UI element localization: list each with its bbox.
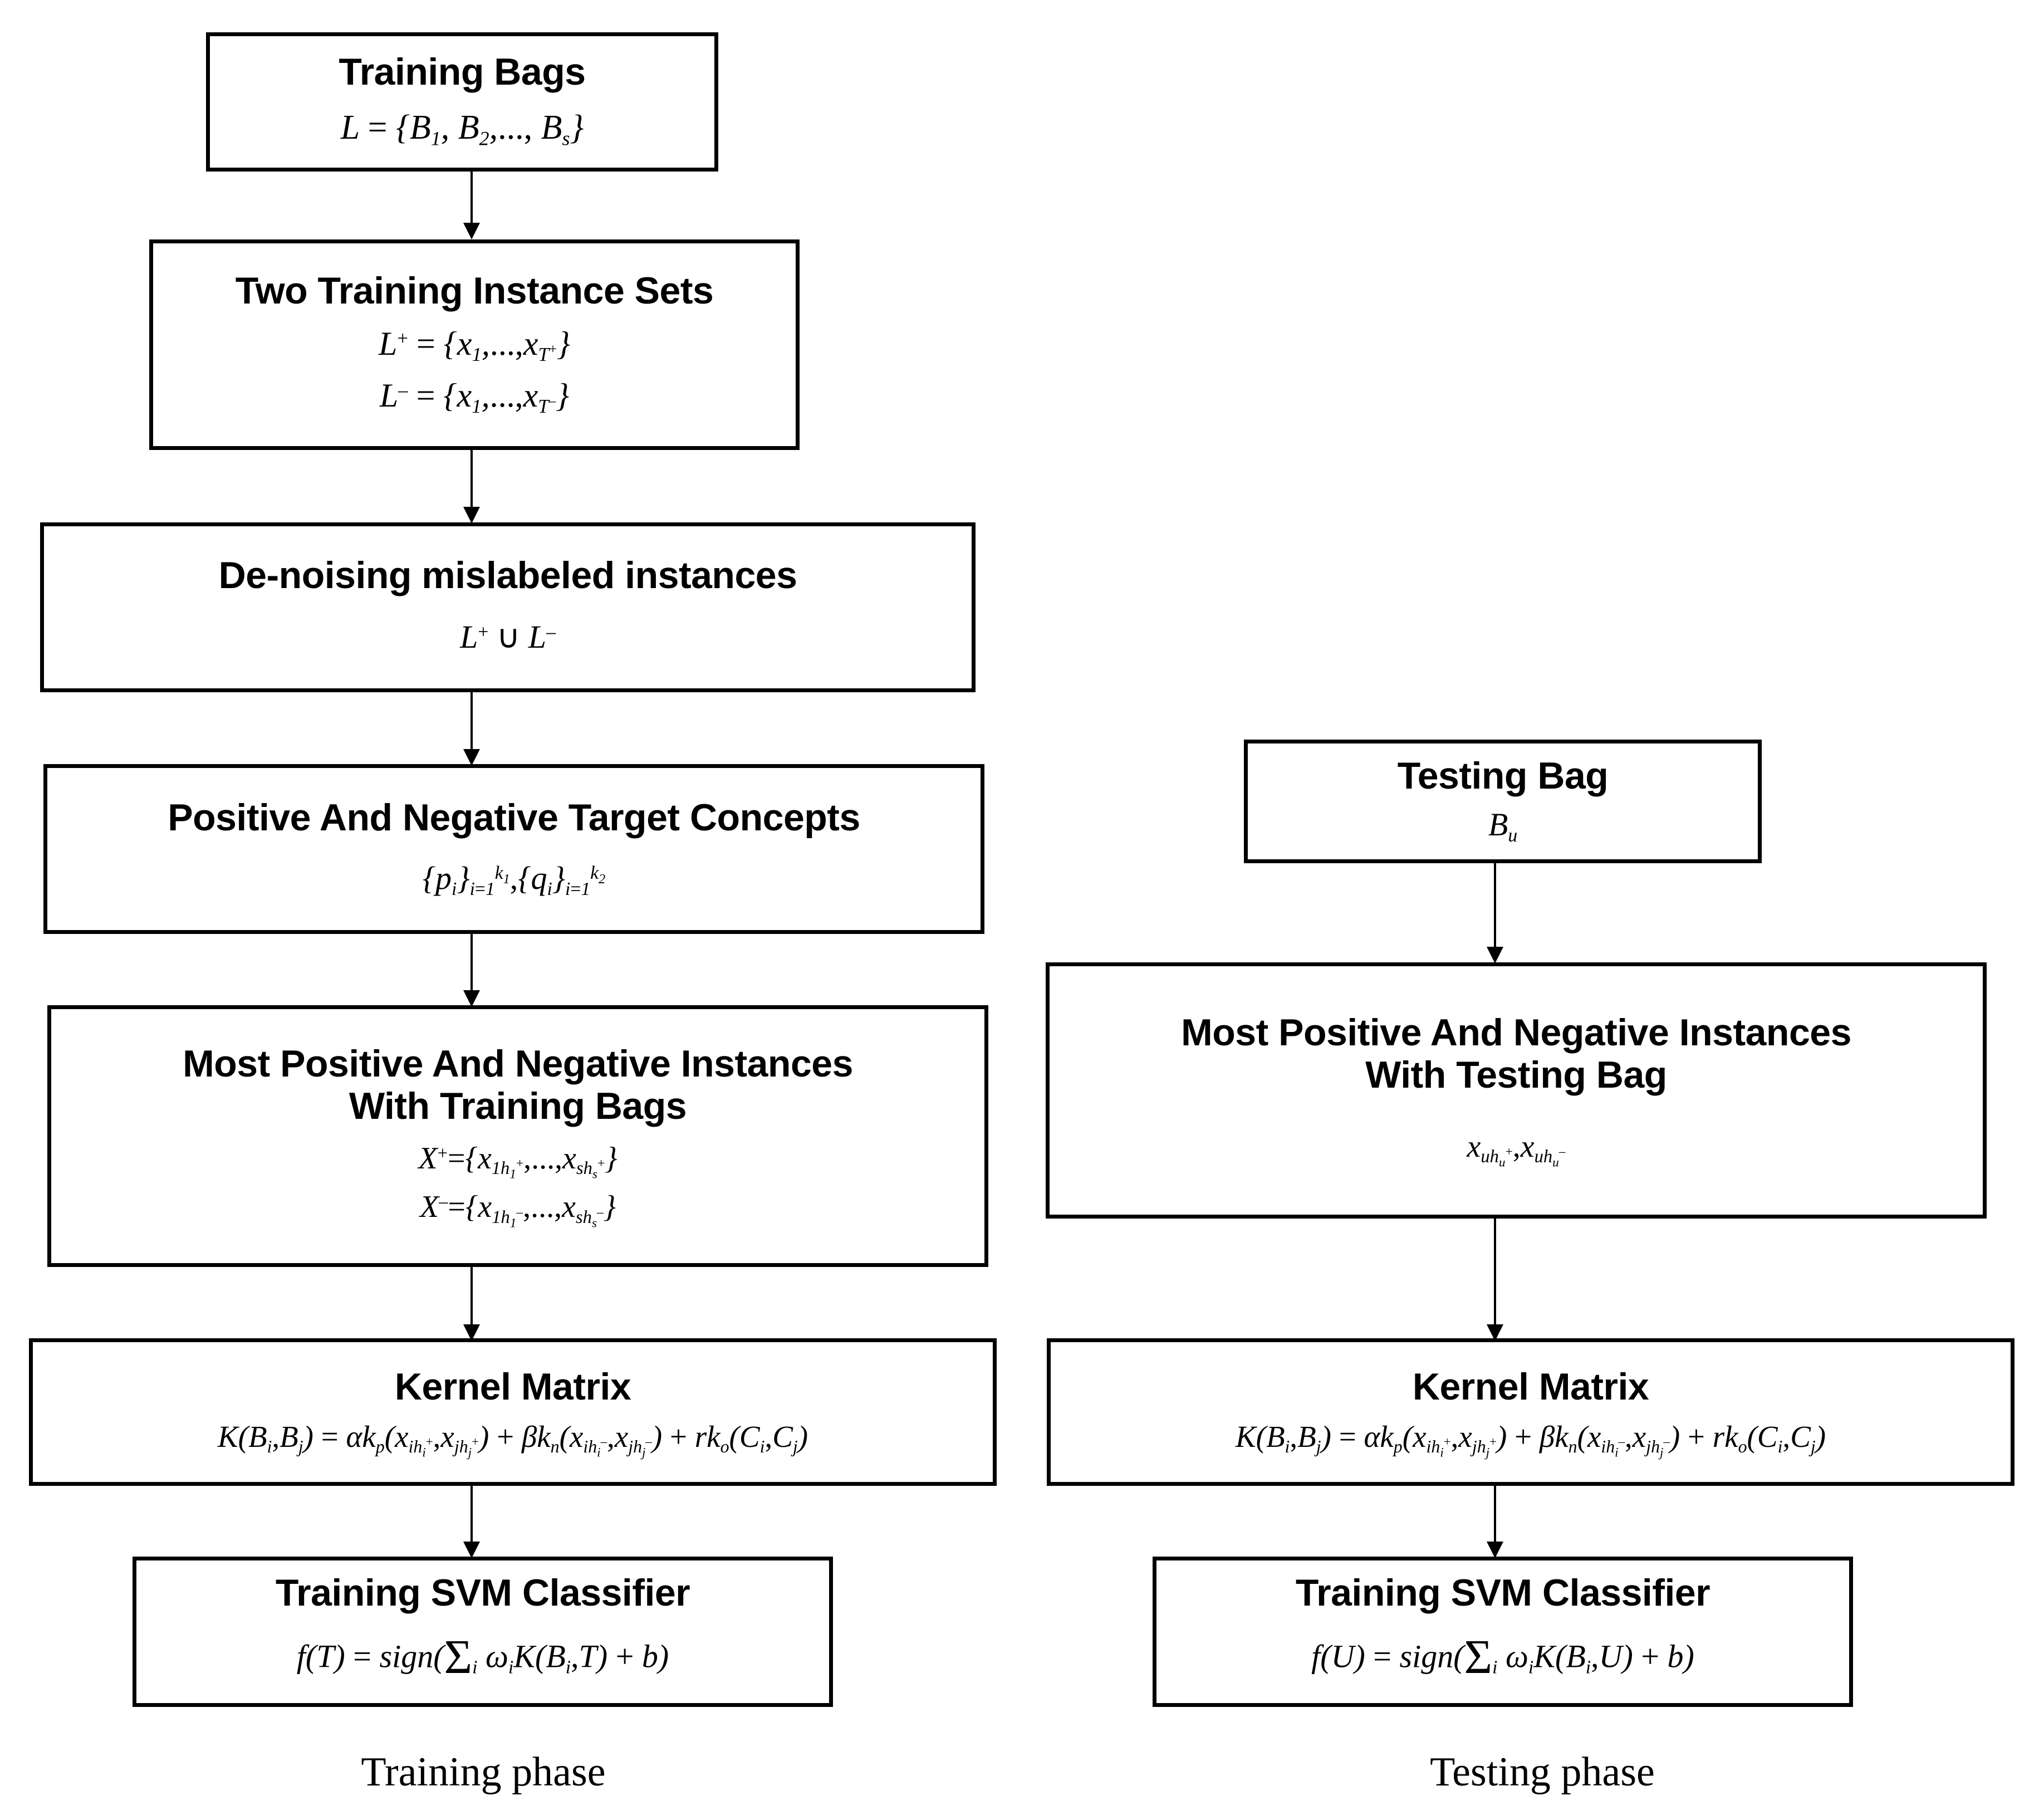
node-training-svm-classifier-train-formula: f(T) = sign(Σi ωiK(Bi,T) + b) [296,1630,669,1684]
node-de-noising-mislabeled-instances[interactable]: De-noising mislabeled instances L+ ∪ L– [40,522,976,692]
node-kernel-matrix-training-title: Kernel Matrix [394,1365,631,1408]
node-de-noising-mislabeled-instances-title: De-noising mislabeled instances [218,554,797,597]
node-training-bags-title: Training Bags [339,50,586,93]
node-kernel-matrix-testing-title: Kernel Matrix [1412,1365,1649,1408]
node-positive-and-negative-target-concepts-formula: {pi}i=1k1,{qi}i=1k2 [422,859,606,899]
node-training-svm-classifier-test-title: Training SVM Classifier [1295,1571,1710,1614]
node-training-svm-classifier-train-title: Training SVM Classifier [275,1571,690,1614]
arrowhead-training-bags-to-instance-sets [463,223,480,239]
node-two-training-instance-sets-formula-negative: L– = {x1,...,xT–} [379,377,570,418]
node-most-instances-training-formula-negative: X–={x1h1–,...,xshs–} [419,1190,616,1231]
arrowhead-target-concepts-to-most-instances [463,990,480,1007]
node-kernel-matrix-testing[interactable]: Kernel Matrix K(Bi,Bj) = αkp(xihi+,xjhj+… [1047,1338,2015,1486]
node-training-bags[interactable]: Training Bags L = {B1, B2,..., Bs} [206,32,718,172]
connector-training-bags-to-instance-sets [470,172,473,233]
node-training-svm-classifier-train[interactable]: Training SVM Classifier f(T) = sign(Σi ω… [133,1557,833,1707]
node-training-svm-classifier-test[interactable]: Training SVM Classifier f(U) = sign(Σi ω… [1153,1557,1853,1707]
connector-instance-sets-to-denoising [470,450,473,517]
node-two-training-instance-sets-title: Two Training Instance Sets [235,269,714,312]
connector-testing-bag-to-most-instances [1494,863,1496,957]
node-testing-bag-formula: Bu [1488,806,1518,846]
connector-denoising-to-target-concepts [470,692,473,759]
node-kernel-matrix-testing-formula: K(Bi,Bj) = αkp(xihi+,xjhj+) + βkn(xihi–,… [1235,1419,1826,1460]
caption-training-phase: Training phase [361,1749,606,1795]
node-positive-and-negative-target-concepts[interactable]: Positive And Negative Target Concepts {p… [43,764,984,934]
connector-most-instances-to-kernel-matrix-training [470,1267,473,1334]
connector-most-instances-to-kernel-matrix-testing [1494,1219,1496,1334]
arrowhead-instance-sets-to-denoising [463,507,480,524]
arrowhead-testing-bag-to-most-instances [1487,947,1503,963]
node-training-bags-formula: L = {B1, B2,..., Bs} [340,109,584,150]
node-most-instances-testing-formula: xuhu+,xuhu– [1467,1129,1566,1170]
node-training-svm-classifier-test-formula: f(U) = sign(Σi ωiK(Bi,U) + b) [1311,1630,1694,1684]
node-most-instances-training-formula-positive: X+={x1h1+,...,xshs+} [418,1141,617,1182]
node-most-positive-negative-instances-training-bags-title: Most Positive And Negative Instances Wit… [183,1042,853,1127]
arrowhead-kernel-matrix-to-svm-testing [1487,1542,1503,1558]
connector-kernel-matrix-to-svm-testing [1494,1486,1496,1552]
node-most-positive-negative-instances-training-bags[interactable]: Most Positive And Negative Instances Wit… [47,1005,988,1267]
node-two-training-instance-sets[interactable]: Two Training Instance Sets L+ = {x1,...,… [149,239,800,450]
arrowhead-kernel-matrix-to-svm-training [463,1542,480,1558]
node-most-positive-negative-instances-testing-bag[interactable]: Most Positive And Negative Instances Wit… [1046,962,1987,1219]
node-two-training-instance-sets-formula-positive: L+ = {x1,...,xT+} [378,325,571,366]
arrowhead-denoising-to-target-concepts [463,749,480,766]
node-kernel-matrix-training[interactable]: Kernel Matrix K(Bi,Bj) = αkp(xihi+,xjhj+… [29,1338,997,1486]
node-most-positive-negative-instances-testing-bag-title: Most Positive And Negative Instances Wit… [1181,1011,1851,1097]
node-testing-bag[interactable]: Testing Bag Bu [1244,740,1762,863]
connector-kernel-matrix-to-svm-training [470,1486,473,1552]
node-kernel-matrix-training-formula: K(Bi,Bj) = αkp(xihi+,xjhj+) + βkn(xihi–,… [217,1419,808,1460]
node-positive-and-negative-target-concepts-title: Positive And Negative Target Concepts [168,796,860,839]
caption-testing-phase: Testing phase [1430,1749,1655,1795]
node-de-noising-mislabeled-instances-formula: L+ ∪ L– [460,618,556,655]
node-testing-bag-title: Testing Bag [1397,754,1609,797]
connector-target-concepts-to-most-instances [470,934,473,1000]
